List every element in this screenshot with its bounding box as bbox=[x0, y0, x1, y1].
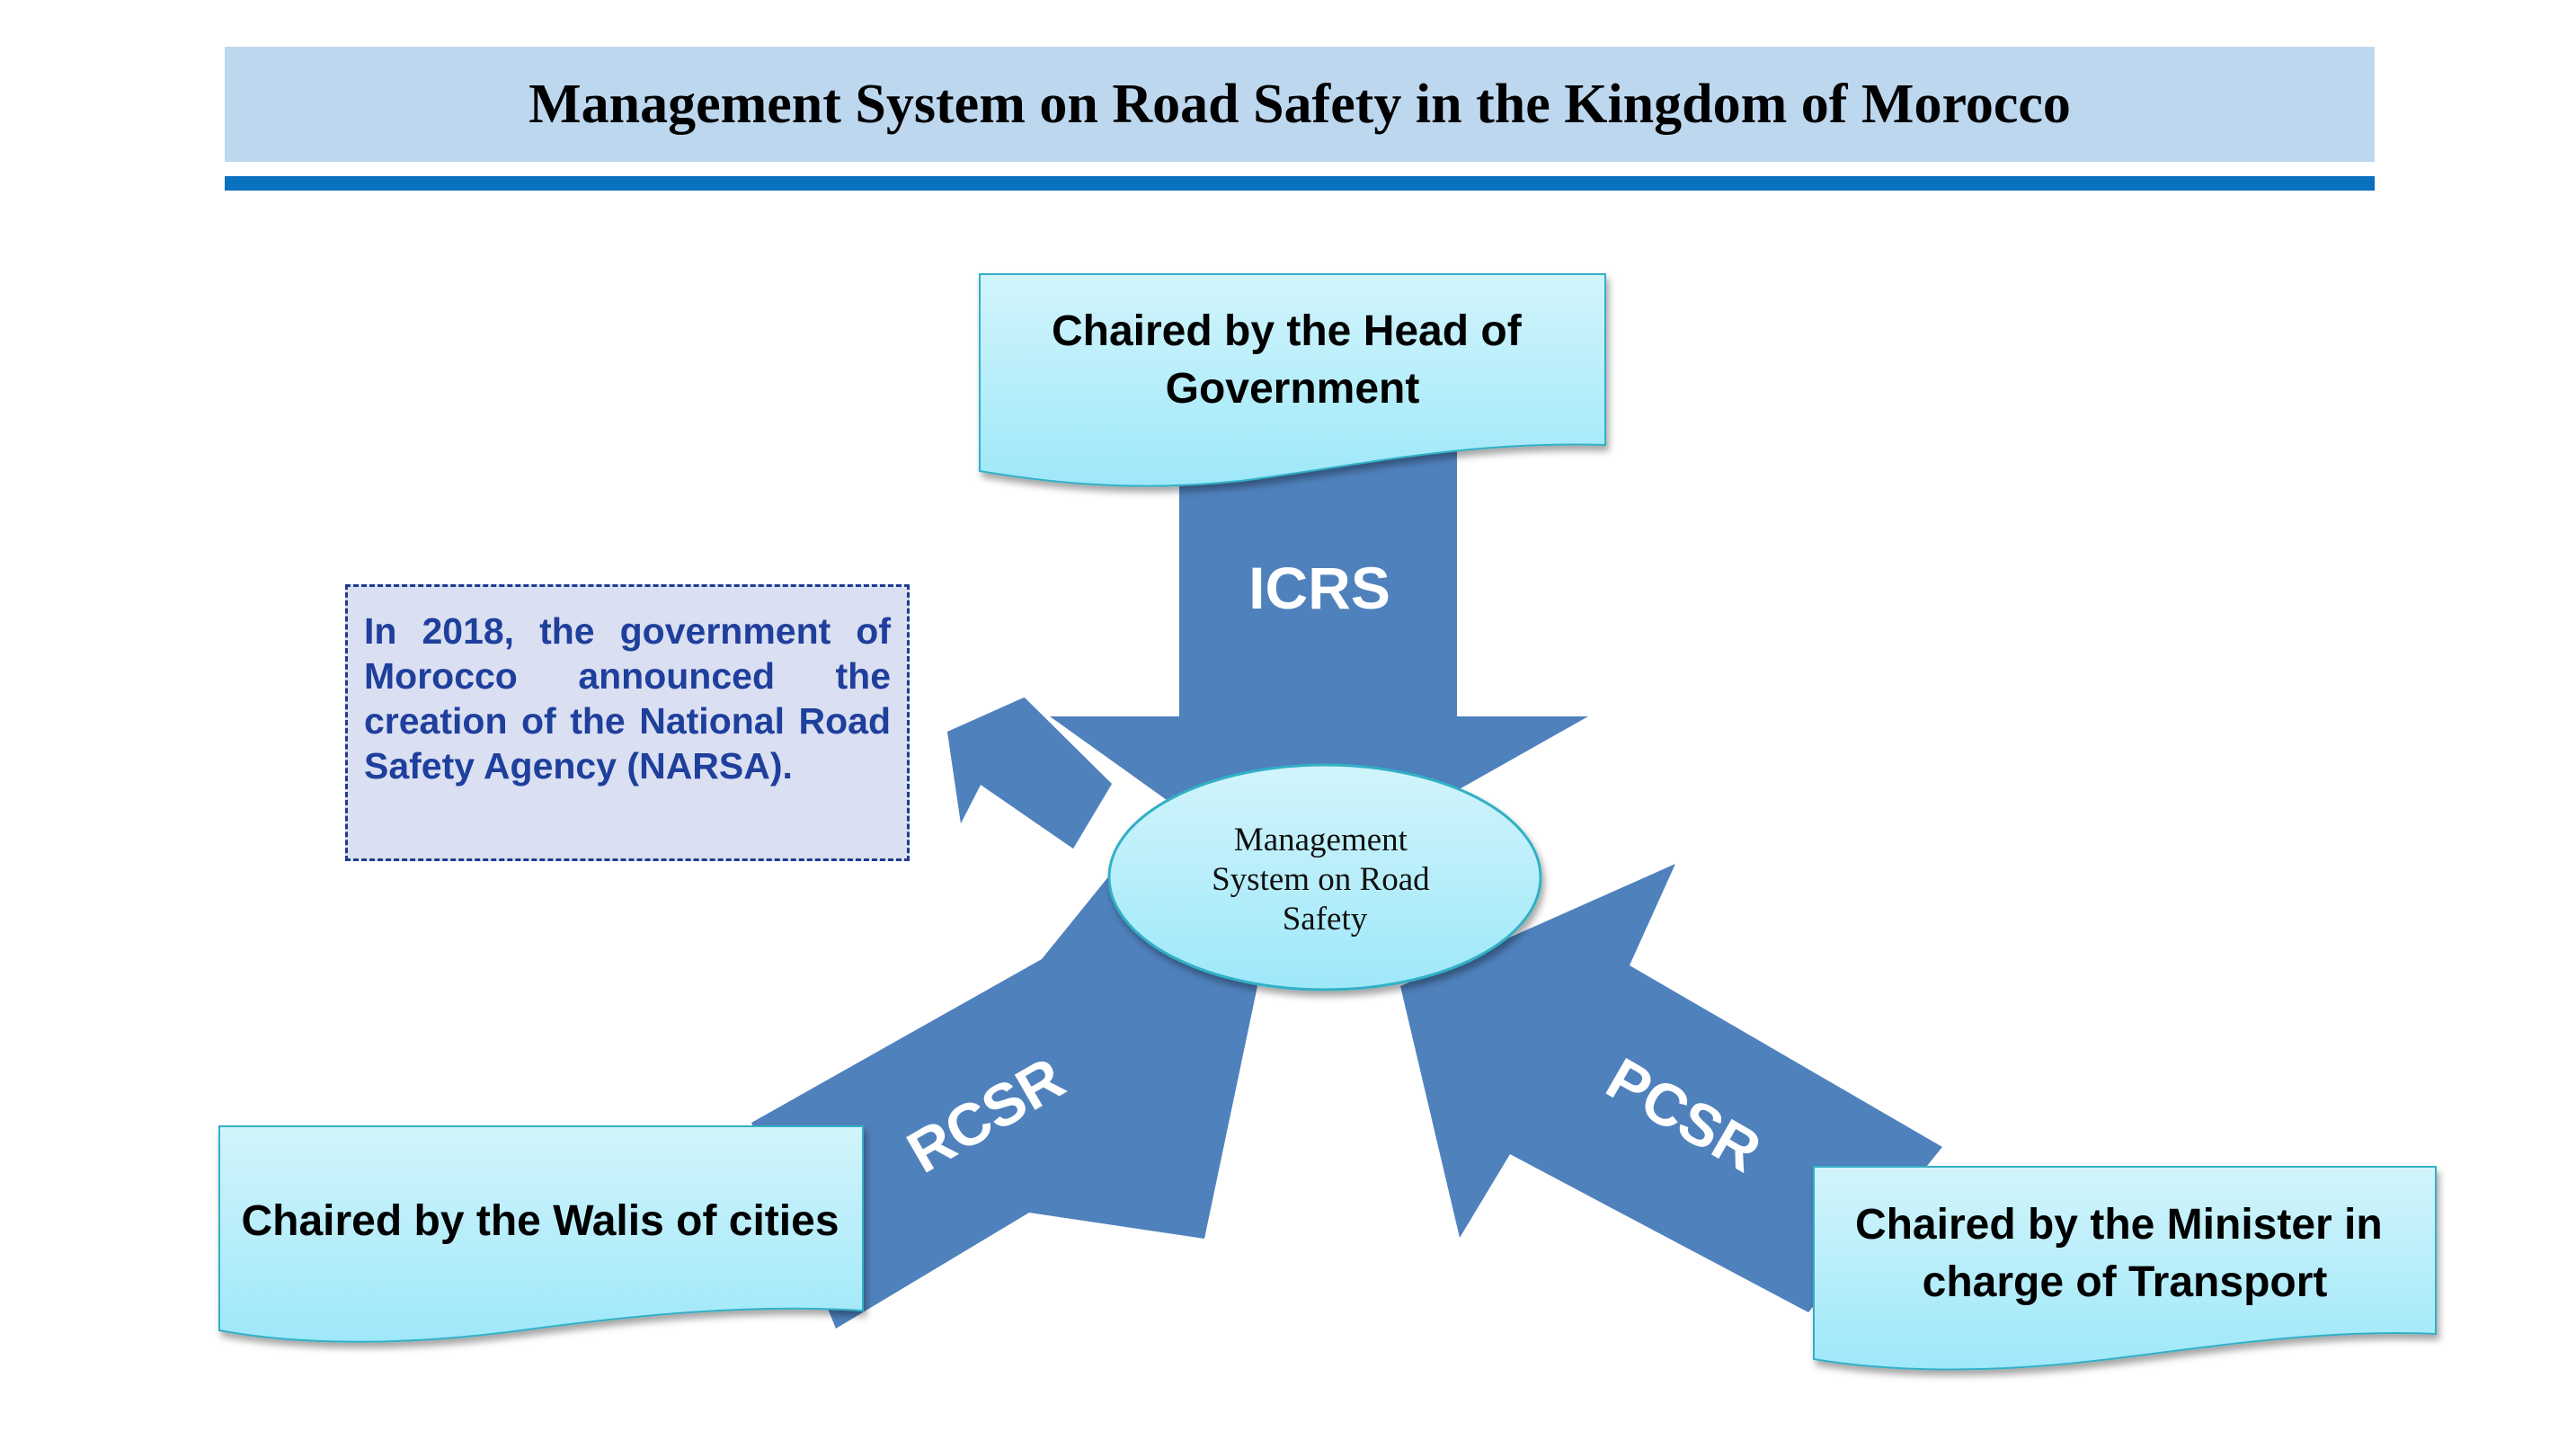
center-label: Management System on Road Safety bbox=[1212, 822, 1438, 938]
icrs-label: ICRS bbox=[1248, 555, 1390, 621]
walis-of-cities-box bbox=[218, 1125, 864, 1343]
narsa-arrow-shaft bbox=[947, 698, 1112, 849]
title-underline-rule bbox=[225, 176, 2375, 191]
page-title: Management System on Road Safety in the … bbox=[529, 73, 2071, 135]
rcsr-arrow bbox=[751, 865, 1257, 1329]
minister-of-transport-box bbox=[1813, 1166, 2437, 1371]
minister-of-transport-label: Chaired by the Minister in charge of Tra… bbox=[1855, 1201, 2394, 1306]
center-label-line-3: Safety bbox=[1283, 901, 1368, 938]
icrs-arrow bbox=[1050, 431, 1588, 818]
head-of-government-box bbox=[979, 273, 1606, 487]
walis-of-cities-label: Chaired by the Walis of cities bbox=[241, 1197, 839, 1245]
pcsr-arrow bbox=[1400, 864, 1942, 1312]
head-of-government-label: Chaired by the Head of Government bbox=[1052, 307, 1533, 413]
center-ellipse bbox=[1107, 763, 1542, 991]
walis-of-cities-line-1: Chaired by the Walis of cities bbox=[241, 1197, 839, 1245]
head-of-government-line-1: Chaired by the Head of bbox=[1052, 307, 1523, 355]
center-label-line-2: System on Road bbox=[1212, 861, 1430, 898]
minister-of-transport-line-1: Chaired by the Minister in bbox=[1855, 1201, 2383, 1249]
narsa-note-box: In 2018, the government of Morocco annou… bbox=[345, 584, 910, 861]
head-of-government-line-2: Government bbox=[1166, 365, 1420, 413]
narsa-note-text: In 2018, the government of Morocco annou… bbox=[364, 610, 891, 787]
title-banner: Management System on Road Safety in the … bbox=[225, 47, 2375, 162]
center-label-line-1: Management bbox=[1234, 822, 1408, 858]
minister-of-transport-line-2: charge of Transport bbox=[1923, 1258, 2328, 1306]
